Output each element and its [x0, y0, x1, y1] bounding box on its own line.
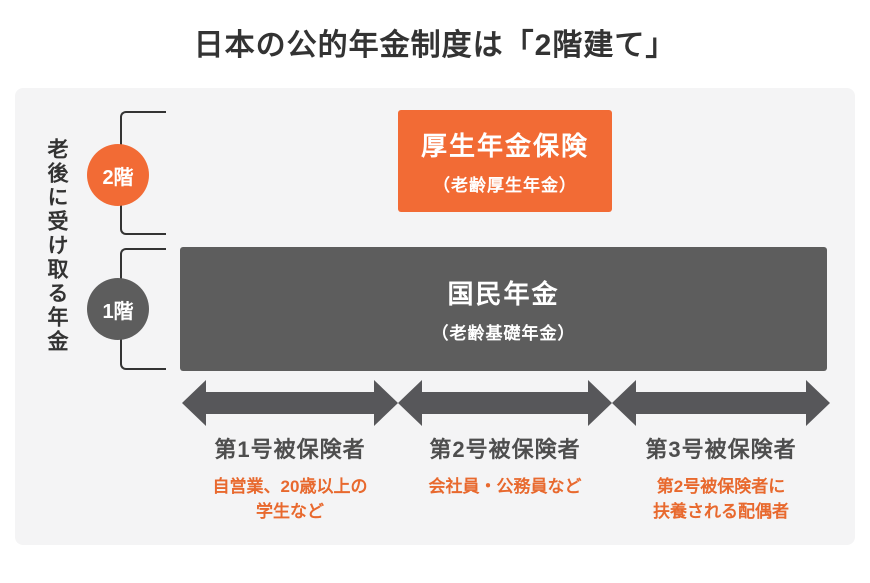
- tier2-box-title: 厚生年金保険: [420, 131, 589, 161]
- page-title: 日本の公的年金制度は「2階建て」: [193, 29, 677, 62]
- arrow-right-head-icon: [806, 380, 830, 426]
- diagram-panel: 老後に受け取る年金 2階 厚生年金保険 （老齢厚生年金） 1階 国民年金 （老齢…: [15, 88, 855, 545]
- category3-label: 第3号被保険者: [645, 437, 797, 462]
- arrow-left-head-icon: [398, 380, 422, 426]
- category2-range-arrow-icon: [398, 380, 612, 426]
- tier1-box-title: 国民年金: [447, 279, 560, 309]
- arrow-shaft: [206, 392, 374, 414]
- tier2-floor-badge: 2階: [87, 144, 149, 206]
- side-axis-label: 老後に受け取る年金: [45, 138, 68, 354]
- arrow-right-head-icon: [374, 380, 398, 426]
- arrow-shaft: [636, 392, 806, 414]
- category2-label: 第2号被保険者: [429, 437, 581, 462]
- arrow-left-head-icon: [182, 380, 206, 426]
- arrow-left-head-icon: [612, 380, 636, 426]
- category3-range-arrow-icon: [612, 380, 830, 426]
- tier2-box: 厚生年金保険 （老齢厚生年金）: [398, 110, 612, 212]
- category1-label: 第1号被保険者: [214, 437, 366, 462]
- category1-range-arrow-icon: [182, 380, 398, 426]
- arrow-shaft: [422, 392, 588, 414]
- category3-description: 第2号被保険者に 扶養される配偶者: [653, 477, 789, 521]
- tier2-box-subtitle: （老齢厚生年金）: [433, 176, 577, 195]
- category2-description: 会社員・公務員など: [428, 477, 582, 496]
- arrow-right-head-icon: [588, 380, 612, 426]
- tier1-box: 国民年金 （老齢基礎年金）: [180, 247, 827, 371]
- tier1-box-subtitle: （老齢基礎年金）: [431, 324, 576, 343]
- tier1-floor-badge: 1階: [87, 278, 149, 340]
- category1-description: 自営業、20歳以上の 学生など: [212, 477, 368, 521]
